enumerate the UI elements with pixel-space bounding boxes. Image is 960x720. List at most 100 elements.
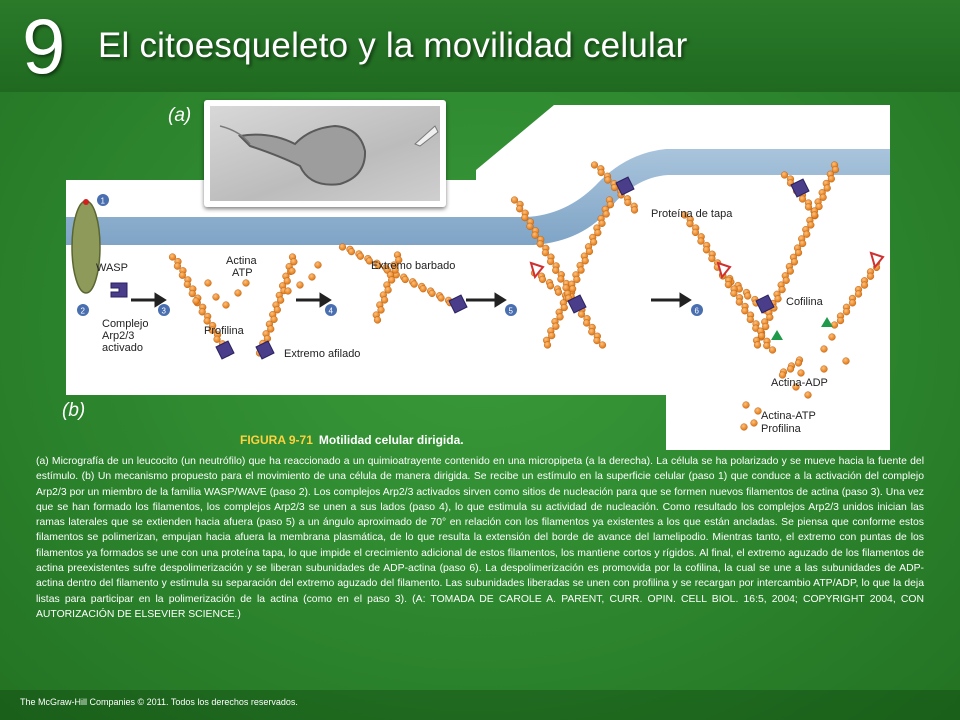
actin-bead bbox=[384, 286, 392, 294]
step-label: 1 bbox=[101, 197, 106, 206]
figure-9-71: 1 2 3 4 5 6 bbox=[56, 100, 890, 450]
free-actin-bead bbox=[204, 279, 212, 287]
actin-bead bbox=[831, 166, 840, 174]
actin-bead bbox=[744, 292, 752, 300]
actin-bead bbox=[546, 282, 555, 290]
free-actin-bead bbox=[804, 391, 812, 399]
actin-bead bbox=[778, 371, 787, 379]
panel-b-label: (b) bbox=[62, 400, 86, 421]
actin-bead bbox=[819, 193, 827, 201]
slide-header: 9 El citoesqueleto y la movilidad celula… bbox=[0, 0, 960, 92]
actin-bead bbox=[521, 213, 529, 222]
copyright-text: The McGraw-Hill Companies © 2011. Todos … bbox=[20, 697, 298, 707]
actin-bead bbox=[630, 206, 639, 214]
step-label: 4 bbox=[329, 307, 334, 316]
label-actina-atp: Actina-ATP bbox=[761, 410, 816, 422]
actin-bead bbox=[374, 261, 382, 270]
actin-bead bbox=[794, 359, 803, 367]
free-actin-bead bbox=[740, 423, 748, 431]
label-complejo: Complejo bbox=[102, 318, 148, 330]
actin-bead bbox=[763, 342, 771, 350]
actin-bead bbox=[556, 313, 564, 321]
actin-bead bbox=[419, 285, 427, 293]
actin-bead bbox=[790, 258, 799, 266]
actin-bead bbox=[168, 253, 177, 261]
actin-bead bbox=[762, 322, 770, 331]
actin-bead bbox=[827, 175, 835, 183]
slide-title: El citoesqueleto y la movilidad celular bbox=[98, 26, 688, 65]
actin-bead bbox=[854, 290, 863, 298]
actin-bead bbox=[842, 308, 851, 316]
actin-bead bbox=[267, 325, 275, 333]
free-actin-bead bbox=[192, 297, 200, 305]
actin-bead bbox=[588, 328, 596, 336]
free-actin-bead bbox=[242, 279, 250, 287]
actin-bead bbox=[860, 281, 869, 289]
capping-proteins bbox=[529, 251, 885, 280]
arp23-complexes bbox=[110, 176, 810, 360]
actin-bead bbox=[774, 295, 782, 303]
actin-bead bbox=[577, 266, 585, 274]
actin-bead bbox=[541, 249, 550, 257]
label-arp23: Arp2/3 bbox=[102, 330, 134, 342]
free-actin-subunits bbox=[192, 261, 850, 431]
actin-bead bbox=[178, 271, 187, 279]
actin-bead bbox=[758, 332, 766, 340]
actin-bead bbox=[401, 275, 409, 284]
actin-bead bbox=[510, 196, 519, 204]
cofilin-icons bbox=[771, 317, 833, 340]
actin-bead bbox=[697, 237, 705, 245]
actin-bead bbox=[557, 275, 565, 283]
free-actin-bead bbox=[308, 273, 316, 281]
free-actin-bead bbox=[754, 407, 762, 415]
label-proteina-tapa: Proteína de tapa bbox=[651, 208, 733, 220]
actin-bead bbox=[753, 341, 762, 349]
actin-bead bbox=[548, 332, 556, 340]
actin-bead bbox=[395, 256, 403, 264]
label-profilina: Profilina bbox=[204, 325, 245, 337]
micrograph-inset bbox=[204, 100, 446, 207]
receptor-icon bbox=[71, 200, 101, 294]
actin-bead bbox=[531, 231, 539, 239]
actin-bead bbox=[373, 316, 382, 324]
actin-bead bbox=[388, 276, 396, 284]
free-actin-bead bbox=[212, 293, 220, 301]
free-actin-bead bbox=[797, 369, 805, 377]
actin-bead bbox=[815, 202, 823, 211]
free-actin-bead bbox=[828, 333, 836, 341]
actin-bead bbox=[680, 211, 689, 219]
free-actin-bead bbox=[842, 357, 850, 365]
free-actin-bead bbox=[288, 267, 296, 275]
actin-bead bbox=[786, 365, 795, 373]
actin-bead bbox=[598, 219, 606, 227]
actin-bead bbox=[437, 294, 445, 302]
step-markers: 1 2 3 4 5 6 bbox=[77, 194, 703, 316]
free-actin-bead bbox=[792, 383, 800, 391]
actin-bead bbox=[724, 281, 732, 289]
actin-bead bbox=[536, 240, 544, 248]
actin-bead bbox=[213, 335, 221, 343]
neutrophil-micrograph bbox=[219, 124, 439, 186]
actin-bead bbox=[516, 205, 524, 213]
actin-bead bbox=[365, 257, 373, 265]
actin-bead bbox=[585, 247, 594, 256]
actin-bead bbox=[188, 289, 196, 298]
actin-bead bbox=[283, 277, 291, 285]
actin-bead bbox=[782, 276, 790, 284]
free-actin-bead bbox=[314, 261, 322, 269]
label-cofilina: Cofilina bbox=[786, 296, 824, 308]
actin-bead bbox=[590, 238, 598, 246]
actin-bead bbox=[208, 326, 216, 334]
actin-bead bbox=[799, 239, 807, 248]
actin-bead bbox=[593, 337, 601, 345]
actin-bead bbox=[691, 228, 700, 237]
figure-number: FIGURA 9-71 bbox=[240, 433, 313, 447]
actin-bead bbox=[538, 275, 547, 284]
free-actin-bead bbox=[296, 281, 304, 289]
actin-bead bbox=[554, 288, 563, 296]
actin-bead bbox=[602, 210, 610, 218]
actin-bead bbox=[552, 266, 560, 274]
label-atp: ATP bbox=[232, 267, 253, 279]
actin-bead bbox=[203, 317, 211, 325]
